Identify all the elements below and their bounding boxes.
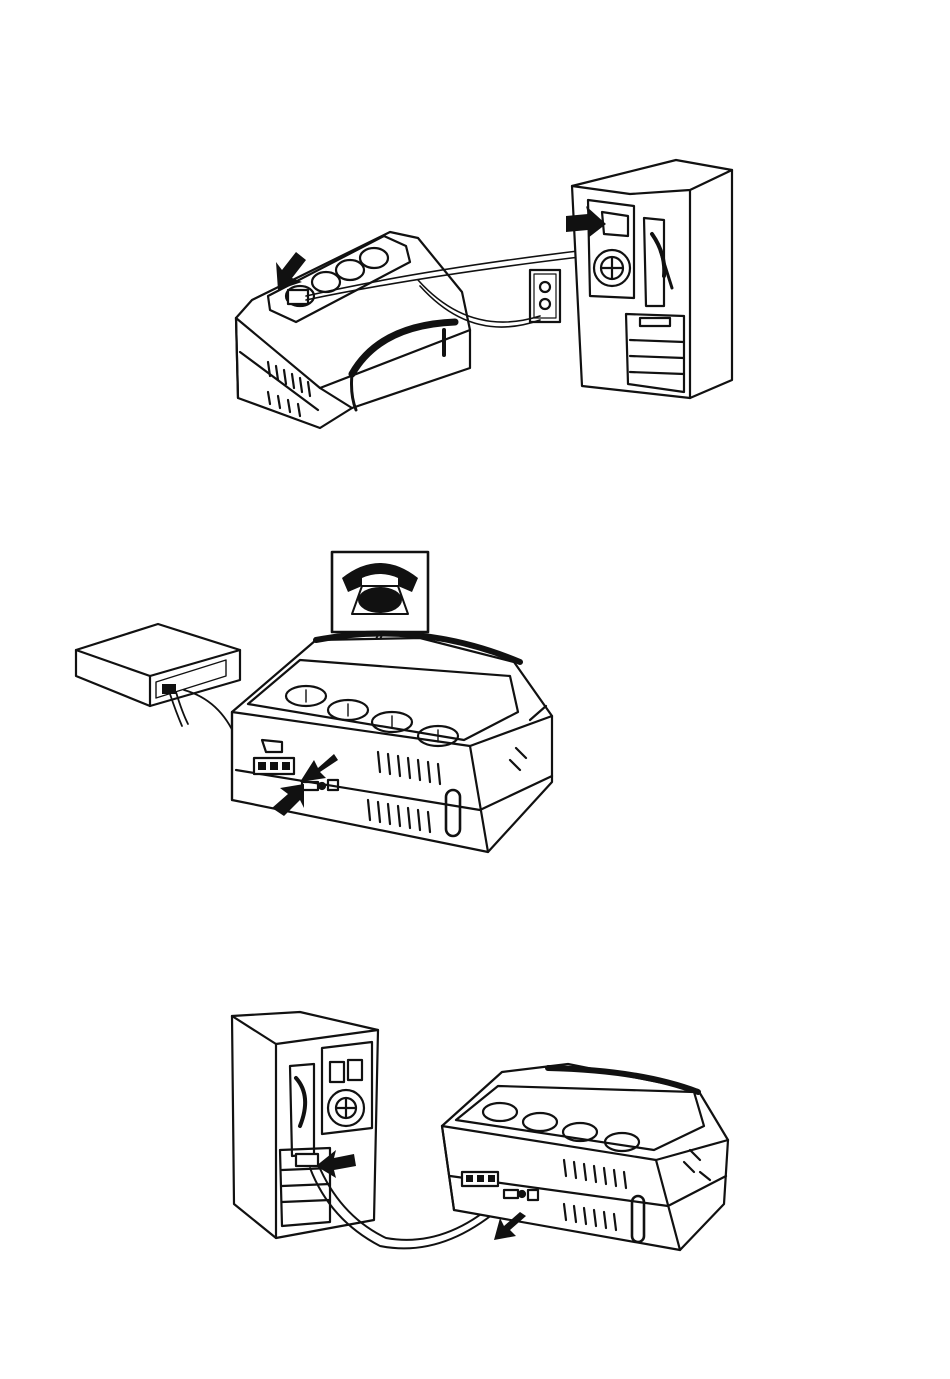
figure-3-illustration	[0, 1005, 950, 1260]
telephone	[332, 552, 428, 632]
ups-unit	[442, 1064, 728, 1250]
figure-ups-data-cable-connection	[0, 1005, 950, 1260]
figure-1-illustration	[0, 140, 950, 440]
figure-2-illustration	[0, 545, 950, 865]
computer-tower	[572, 160, 732, 398]
wall-outlet	[530, 270, 560, 322]
figure-ups-power-connection	[0, 140, 950, 440]
ups-unit	[232, 634, 552, 852]
modem	[76, 624, 240, 706]
figure-ups-phone-line-connection	[0, 545, 950, 865]
computer-tower	[232, 1012, 378, 1238]
